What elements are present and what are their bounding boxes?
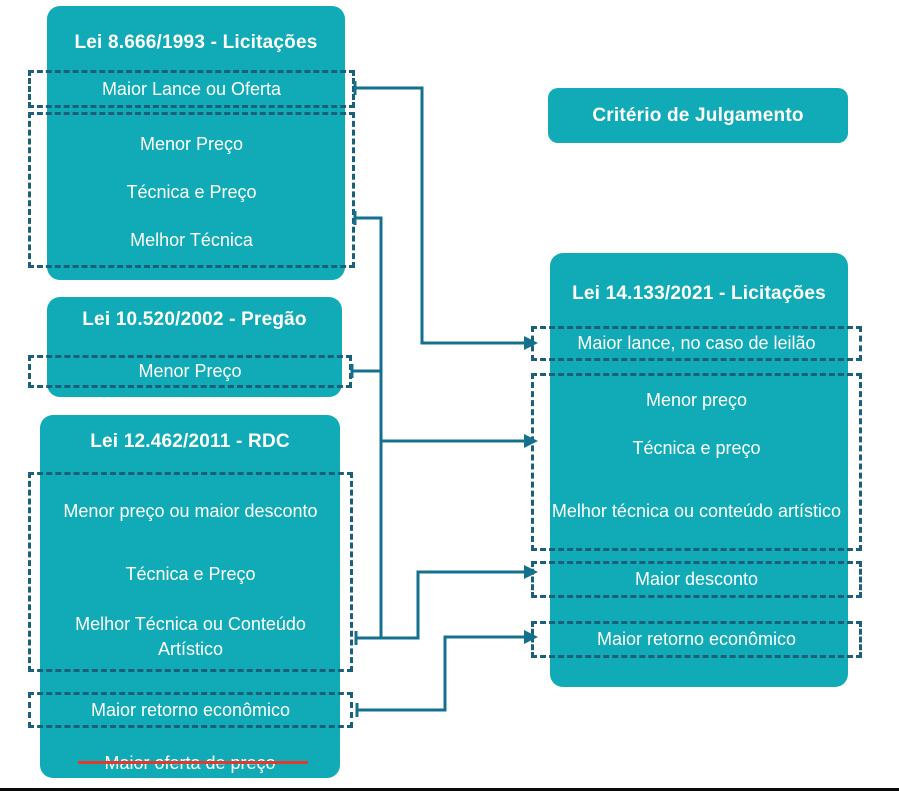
criteria-item: Técnica e Preço [126,182,257,203]
criteria-item: Menor preço [645,389,748,410]
criteria-item: Maior retorno econômico [90,699,291,720]
criteria-item: Maior retorno econômico [596,629,797,650]
connector-maior-desconto [354,570,525,645]
group-lei8666-maior-lance: Maior Lance ou Oferta [28,70,355,108]
criteria-item: Maior desconto [634,569,759,590]
criteria-item: Melhor técnica ou conteúdo artístico [551,500,842,521]
group-lei14133-precos: Menor preço Técnica e preço Melhor técni… [531,373,862,551]
criterio-header-title: Critério de Julgamento [592,104,804,126]
law-box-lei12462-title: Lei 12.462/2011 - RDC [90,431,290,452]
connector-trunk [353,211,383,639]
law-box-lei12462: Lei 12.462/2011 - RDC [40,415,340,778]
criteria-item: Melhor Técnica [130,230,253,251]
law-box-lei10520-title: Lei 10.520/2002 - Pregão [82,309,307,330]
criteria-item: Menor Preço [138,361,242,382]
criteria-item: Menor preço ou maior desconto [63,500,318,521]
law-box-lei8666-title: Lei 8.666/1993 - Licitações [74,32,318,53]
group-lei8666-precos: Menor Preço Técnica e Preço Melhor Técni… [28,112,355,268]
group-lei14133-maior-lance: Maior lance, no caso de leilão [531,326,862,361]
group-lei12462-retorno: Maior retorno econômico [28,692,353,728]
group-lei14133-desconto: Maior desconto [531,561,862,598]
law-box-lei8666: Lei 8.666/1993 - Licitações [47,6,345,280]
criterio-header-box: Critério de Julgamento [548,88,848,143]
law-box-lei14133: Lei 14.133/2021 - Licitações [550,253,848,687]
group-lei14133-retorno: Maior retorno econômico [531,621,862,658]
criteria-item: Maior lance, no caso de leilão [577,333,816,354]
law-box-lei10520: Lei 10.520/2002 - Pregão [47,297,342,397]
criteria-item: Melhor Técnica ou Conteúdo Artístico [75,614,306,659]
group-lei10520-menor-preco: Menor Preço [28,355,352,388]
law-box-lei14133-title: Lei 14.133/2021 - Licitações [572,283,826,304]
connector-retorno-economico [355,635,525,717]
group-lei12462-principal: Menor preço ou maior desconto Técnica e … [28,472,353,672]
bottom-border [0,788,899,791]
criteria-item: Maior Lance ou Oferta [101,78,282,99]
strikethrough-line [78,761,308,764]
criteria-item: Técnica e preço [632,437,761,458]
connector-pregao-tee [350,364,381,378]
connector-maior-lance [353,81,525,345]
criteria-item: Técnica e Preço [125,563,256,584]
criteria-item: Menor Preço [139,133,244,154]
